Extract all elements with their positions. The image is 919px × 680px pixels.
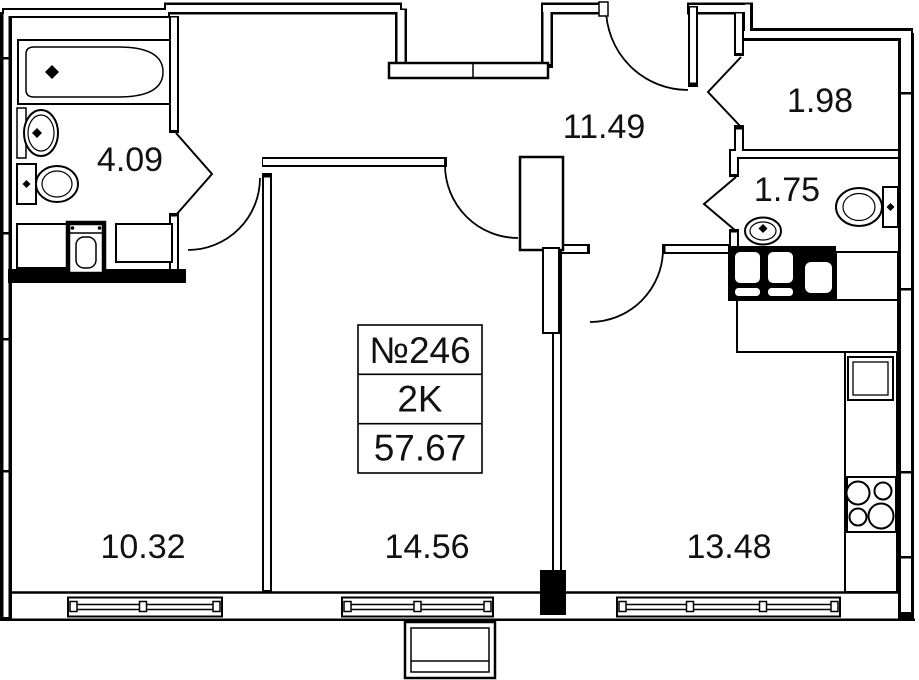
room-label-living-room: 14.56 bbox=[384, 528, 469, 566]
wardrobe-door bbox=[706, 56, 742, 128]
burner-icon bbox=[848, 507, 868, 527]
built-in-appliance bbox=[847, 356, 894, 401]
bathroom-cabinet bbox=[115, 223, 173, 263]
bathroom-counter bbox=[16, 223, 68, 269]
unit-type: 2K bbox=[397, 379, 443, 420]
bathtub-faucet-icon bbox=[45, 65, 59, 79]
door-chevrons bbox=[175, 56, 742, 232]
ventilation-shaft bbox=[518, 155, 565, 252]
room-label-bedroom: 10.32 bbox=[100, 528, 185, 566]
window-kitchen bbox=[616, 596, 841, 618]
living-room-door-arc bbox=[444, 164, 519, 239]
wc-door bbox=[702, 176, 737, 232]
unit-info-box: №246 2K 57.67 bbox=[357, 324, 483, 474]
room-label-hallway: 11.49 bbox=[563, 108, 646, 146]
wc-toilet bbox=[835, 186, 899, 228]
kitchen-sink-unit bbox=[728, 246, 836, 301]
bathroom-door bbox=[175, 132, 214, 216]
bathtub bbox=[17, 39, 171, 105]
room-label-bathroom: 4.09 bbox=[97, 141, 163, 179]
kitchen-counter-top bbox=[835, 251, 899, 301]
burner-icon bbox=[873, 481, 893, 501]
wc-washbasin bbox=[744, 216, 782, 246]
kitchen-counter-corner bbox=[736, 299, 899, 353]
kitchen-door-arc bbox=[589, 248, 664, 323]
duct bbox=[542, 247, 560, 334]
bedroom-door-arc bbox=[187, 177, 261, 251]
burner-icon bbox=[867, 502, 895, 530]
interior-walls bbox=[8, 6, 899, 592]
washing-machine bbox=[65, 220, 107, 277]
bathroom-toilet bbox=[16, 163, 79, 205]
wall-pier bbox=[540, 570, 566, 615]
exterior-walls bbox=[0, 2, 914, 621]
bottom-wall bbox=[0, 570, 915, 622]
burner-icon bbox=[845, 480, 871, 506]
facade-niche bbox=[387, 61, 550, 80]
window-bedroom bbox=[67, 596, 223, 618]
entrance-door-arc bbox=[605, 7, 689, 91]
window-living-room bbox=[341, 596, 494, 618]
door-arcs bbox=[187, 7, 689, 323]
room-label-kitchen-living: 13.48 bbox=[686, 528, 771, 566]
room-labels: 4.09 11.49 1.98 1.75 10.32 14.56 13.48 bbox=[97, 82, 853, 566]
room-label-toilet: 1.75 bbox=[754, 171, 820, 209]
room-label-wardrobe: 1.98 bbox=[787, 82, 853, 120]
cooktop bbox=[845, 476, 897, 533]
bathroom-washbasin bbox=[16, 107, 59, 159]
unit-area: 57.67 bbox=[374, 428, 467, 469]
entrance-door-jamb bbox=[598, 1, 609, 17]
unit-number: №246 bbox=[369, 330, 470, 371]
washbasin-faucet-icon bbox=[32, 128, 42, 138]
wall-ticks bbox=[2, 57, 913, 559]
ac-basket bbox=[403, 620, 497, 680]
